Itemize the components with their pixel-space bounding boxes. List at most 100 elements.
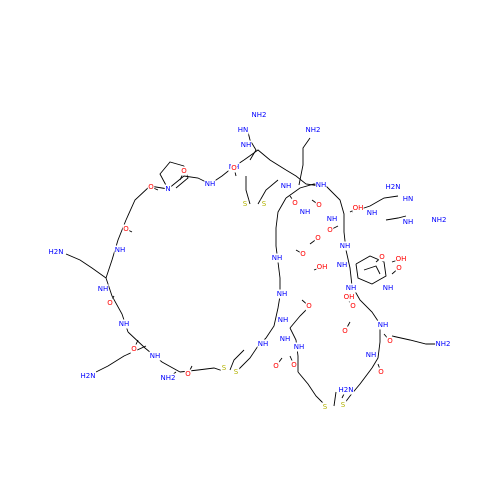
atom-label: O: [231, 164, 237, 172]
atom-label-background: [343, 292, 355, 302]
atom-nh-m: NH: [279, 334, 291, 344]
atom-label: NH: [115, 246, 126, 254]
atom-label: O: [327, 226, 333, 234]
atom-o-h: O: [122, 224, 130, 234]
atom-label: N: [165, 185, 170, 193]
atom-nh-n: NH: [293, 342, 305, 352]
atom-hn-right: HN: [402, 194, 414, 204]
atom-label: NH: [280, 335, 291, 343]
atom-label: S: [234, 368, 239, 376]
atom-label: O: [181, 167, 187, 175]
atom-nh-i: NH: [97, 284, 109, 294]
atom-label: NH: [337, 261, 348, 269]
atom-label-background: [365, 350, 377, 360]
atom-nh-l: NH: [257, 339, 269, 349]
atom-label-background: [240, 140, 252, 150]
bond-8: [275, 197, 287, 246]
atom-nh-d: NH: [315, 180, 327, 190]
atom-label-background: [149, 351, 161, 361]
atom-o-f: O: [326, 225, 334, 235]
atom-label: H2N: [49, 248, 64, 256]
atom-s-b: S: [260, 199, 268, 209]
atom-label-background: [341, 326, 349, 336]
atom-nh-c: NH: [280, 181, 292, 191]
atom-label: NH2: [436, 340, 451, 348]
atom-label: NH: [383, 284, 394, 292]
bond-27: [351, 285, 381, 325]
atom-label-background: [106, 298, 114, 308]
atom-label: HN: [238, 126, 249, 134]
bond-28: [371, 324, 381, 369]
atom-h2n-bottom: H2N: [338, 385, 354, 395]
atom-label: NH: [98, 285, 109, 293]
atom-nh-q: NH: [271, 253, 283, 263]
bond-33: [245, 176, 251, 205]
atom-label: NH: [403, 218, 414, 226]
atom-label: O: [378, 368, 384, 376]
bond-17: [65, 253, 107, 279]
atom-label: NH2: [252, 111, 267, 119]
atom-label-background: [326, 225, 334, 235]
atom-label: HN: [403, 195, 414, 203]
bond-23: [355, 255, 387, 285]
atom-nh-f: NH: [326, 214, 338, 224]
atom-label: NH: [327, 215, 338, 223]
atom-label-background: [290, 360, 298, 370]
atom-label: NH: [300, 208, 311, 216]
atom-o-u: O: [386, 336, 394, 346]
atom-label-background: [232, 367, 240, 377]
atom-label: O: [379, 253, 385, 261]
atom-label-background: [352, 203, 364, 213]
atom-label: O: [185, 370, 191, 378]
atom-label-background: [122, 224, 130, 234]
atom-nh-j: NH: [118, 319, 130, 329]
atom-label: S: [262, 200, 267, 208]
atom-s-d: S: [232, 367, 240, 377]
atom-label-background: [237, 125, 249, 135]
atom-label: O: [123, 225, 129, 233]
atom-label: NH: [277, 290, 288, 298]
atom-label: S: [243, 200, 248, 208]
bond-35: [229, 349, 245, 371]
atom-label-background: [241, 199, 249, 209]
atom-label: S: [323, 403, 328, 411]
atom-label: O: [148, 183, 154, 191]
atom-label: NH2: [161, 374, 176, 382]
atom-label-background: [276, 289, 288, 299]
atom-label: O: [300, 250, 306, 258]
atom-o-l: O: [314, 233, 322, 243]
atom-label: NH: [340, 242, 351, 250]
atom-label-background: [280, 181, 292, 191]
atom-label: O: [107, 299, 113, 307]
atom-label: NH: [272, 254, 283, 262]
bond-26: [343, 231, 353, 287]
atom-label-background: [305, 301, 313, 311]
atom-label-background: [349, 301, 357, 311]
atom-label-background: [316, 262, 328, 272]
atom-o-n: O: [305, 301, 313, 311]
bond-20: [247, 131, 257, 161]
atom-label-background: [386, 336, 394, 346]
bond-12: [243, 149, 287, 171]
atom-o-a: O: [230, 163, 238, 173]
atom-label-background: [299, 249, 307, 259]
atom-nh-r: NH: [276, 289, 288, 299]
atom-label-background: [293, 342, 305, 352]
atom-nh-u: NH: [382, 283, 394, 293]
atom-label-background: [382, 283, 394, 293]
atom-label-background: [402, 194, 414, 204]
atom-o-t: O: [349, 301, 357, 311]
atom-label-background: [366, 208, 378, 218]
atom-label: NH: [150, 352, 161, 360]
atom-s-e: S: [321, 402, 329, 412]
atom-label: O: [316, 201, 322, 209]
atom-nh-p: NH: [365, 350, 377, 360]
atom-nh-g: NH: [366, 208, 378, 218]
bond-10: [167, 175, 211, 190]
atom-nh2-amide-left: NH2: [160, 373, 176, 383]
atom-label-background: [402, 217, 414, 227]
atom-label-background: [277, 315, 289, 325]
bond-29: [343, 367, 373, 405]
atom-o-i: O: [106, 298, 114, 308]
